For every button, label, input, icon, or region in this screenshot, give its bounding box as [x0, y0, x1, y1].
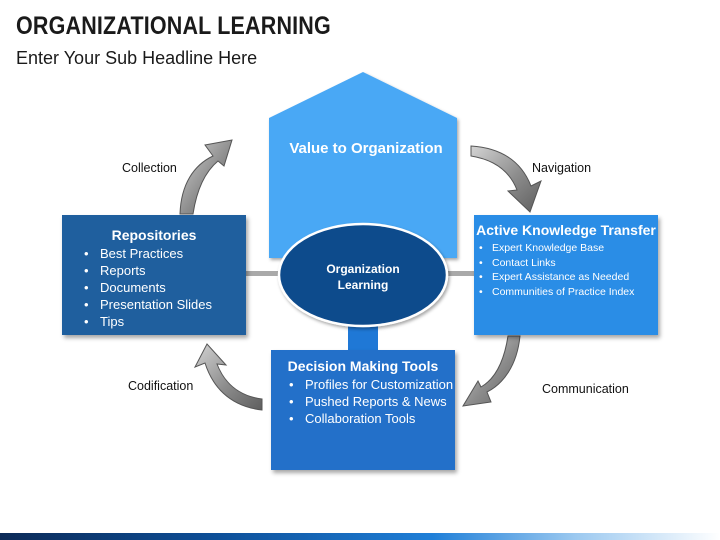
- active-knowledge-transfer-list: Expert Knowledge Base Contact Links Expe…: [479, 241, 658, 300]
- list-item: Profiles for Customization: [289, 376, 455, 393]
- codification-label: Codification: [128, 379, 194, 393]
- communication-label: Communication: [542, 382, 629, 396]
- list-item: Collaboration Tools: [289, 410, 455, 427]
- list-item: Tips: [84, 313, 246, 330]
- list-item: Documents: [84, 279, 246, 296]
- repositories-list: Best Practices Reports Documents Present…: [84, 245, 246, 330]
- page-title: ORGANIZATIONAL LEARNING: [16, 12, 331, 40]
- codification-arrow-icon: [193, 343, 263, 411]
- decision-making-tools-list: Profiles for Customization Pushed Report…: [289, 376, 455, 427]
- organization-learning-ellipse: [277, 222, 449, 328]
- list-item: Contact Links: [479, 256, 658, 271]
- repositories-title: Repositories: [111, 227, 197, 243]
- repositories-box: Repositories Best Practices Reports Docu…: [62, 215, 246, 335]
- list-item: Expert Assistance as Needed: [479, 270, 658, 285]
- navigation-arrow-icon: [470, 145, 542, 213]
- collection-label: Collection: [122, 161, 177, 175]
- connector-left: [244, 271, 288, 276]
- organization-learning-label: Organization Learning: [326, 262, 400, 292]
- list-item: Presentation Slides: [84, 296, 246, 313]
- navigation-label: Navigation: [532, 161, 592, 175]
- list-item: Expert Knowledge Base: [479, 241, 658, 256]
- collection-arrow-icon: [179, 139, 233, 215]
- active-knowledge-transfer-title: Active Knowledge Transfer: [476, 222, 656, 238]
- active-knowledge-transfer-box: Active Knowledge Transfer Expert Knowled…: [474, 215, 658, 335]
- communication-arrow-icon: [462, 335, 521, 407]
- list-item: Best Practices: [84, 245, 246, 262]
- list-item: Communities of Practice Index: [479, 285, 658, 300]
- bottom-accent-bar: [0, 533, 720, 540]
- list-item: Reports: [84, 262, 246, 279]
- list-item: Pushed Reports & News: [289, 393, 455, 410]
- connector-right: [438, 271, 478, 276]
- value-to-organization-shape: [269, 72, 457, 258]
- decision-making-tools-box: Decision Making Tools Profiles for Custo…: [271, 350, 455, 470]
- page-subtitle: Enter Your Sub Headline Here: [16, 48, 258, 68]
- decision-making-tools-title: Decision Making Tools: [287, 358, 439, 374]
- value-to-organization-label: Value to Organization: [289, 140, 443, 157]
